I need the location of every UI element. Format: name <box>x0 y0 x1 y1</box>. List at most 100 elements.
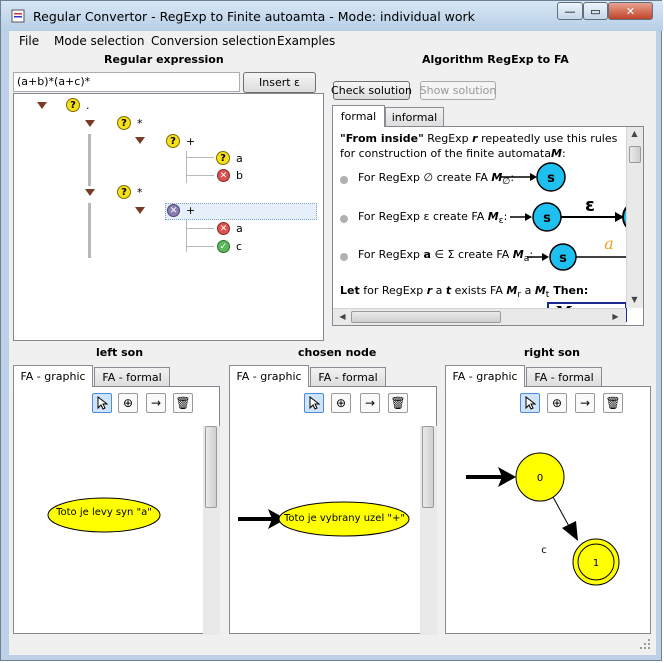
expand-toggle[interactable] <box>85 120 95 127</box>
tab-fa-formal[interactable]: FA - formal <box>526 367 602 387</box>
add-transition-tool-icon[interactable]: → <box>575 393 595 413</box>
menu-examples[interactable]: Examples <box>277 34 336 48</box>
left-son-canvas[interactable]: ⊕ → 🗑 Toto je levy syn "a" <box>13 386 220 635</box>
tab-fa-graphic[interactable]: FA - graphic <box>229 365 309 387</box>
menu-bar: File Mode selection Conversion selection… <box>9 31 656 51</box>
tree-node-label: a <box>236 222 243 235</box>
tree-node-star-1[interactable]: ? * <box>117 116 143 130</box>
scroll-thumb[interactable] <box>351 311 501 323</box>
expand-toggle[interactable] <box>135 207 145 214</box>
add-state-tool-icon[interactable]: ⊕ <box>118 393 138 413</box>
scroll-down-arrow[interactable]: ▼ <box>631 295 638 304</box>
add-transition-tool-icon[interactable]: → <box>146 393 166 413</box>
expand-toggle[interactable] <box>37 102 47 109</box>
rule-1: For RegExp ∅ create FA M∅: <box>358 171 514 187</box>
tree-connector <box>88 203 91 258</box>
intro-line-2: for construction of the finite automataM… <box>340 147 566 160</box>
scroll-left-arrow[interactable]: ◀ <box>339 312 346 321</box>
show-solution-button[interactable]: Show solution <box>420 81 496 100</box>
maximize-button[interactable]: ▭ <box>583 2 608 20</box>
expand-toggle[interactable] <box>85 189 95 196</box>
pointer-tool-icon[interactable] <box>92 393 112 413</box>
tree-node-a-1[interactable]: ? a <box>216 151 243 165</box>
rule2-diagram: s ε <box>510 195 638 233</box>
question-icon: ? <box>117 116 131 130</box>
close-button[interactable]: ✕ <box>608 2 653 20</box>
rule3-sub: a <box>523 253 530 265</box>
rule1-diagram: s <box>501 162 566 192</box>
tab-fa-graphic[interactable]: FA - graphic <box>445 365 525 387</box>
chosen-node-canvas[interactable]: ⊕ → 🗑 Toto je vybrany uzel "+" <box>229 386 437 635</box>
let-r: r <box>426 284 433 297</box>
scroll-right-arrow[interactable]: ▶ <box>612 312 619 321</box>
intro-line-1: "From inside" RegExp r repeatedly use th… <box>340 132 617 145</box>
insert-epsilon-button[interactable]: Insert ε <box>243 72 316 93</box>
let-end: Then: <box>549 284 589 297</box>
add-state-tool-icon[interactable]: ⊕ <box>331 393 351 413</box>
title-bar: Regular Convertor - RegExp to Finite aut… <box>1 1 663 31</box>
tab-fa-graphic[interactable]: FA - graphic <box>13 365 93 387</box>
window-title: Regular Convertor - RegExp to Finite aut… <box>33 9 475 24</box>
algorithm-vscroll[interactable]: ▲ ▼ <box>626 127 643 308</box>
add-transition-tool-icon[interactable]: → <box>360 393 380 413</box>
tree-node-label: c <box>236 240 243 253</box>
algorithm-hscroll[interactable]: ◀ ▶ <box>333 308 626 325</box>
tree-node-label: + <box>186 204 196 217</box>
tree-node-plus-2[interactable]: ✕ + <box>167 204 195 217</box>
let-prefix: Let <box>340 284 360 297</box>
rule-2: For RegExp ε create FA Mε: <box>358 210 507 226</box>
rule3-colon: : <box>529 248 534 261</box>
menu-mode-selection[interactable]: Mode selection <box>54 34 145 48</box>
tree-connector <box>88 134 91 186</box>
rule2-M: M <box>487 210 499 223</box>
delete-tool-icon[interactable]: 🗑 <box>388 393 408 413</box>
let-a: a <box>432 284 446 297</box>
tab-fa-formal[interactable]: FA - formal <box>94 367 170 387</box>
intro-line2-end: : <box>561 147 566 160</box>
let-line: Let for RegExp r a t exists FA Mr a Mt T… <box>340 284 588 300</box>
scroll-thumb[interactable] <box>629 146 641 163</box>
intro-bold: "From inside" <box>340 132 424 145</box>
tree-node-plus-1[interactable]: ? + <box>166 134 195 148</box>
bullet-icon <box>340 176 348 184</box>
delete-tool-icon[interactable]: 🗑 <box>173 393 193 413</box>
regex-input[interactable]: (a+b)*(a+c)* <box>13 72 240 92</box>
pointer-tool-icon[interactable] <box>304 393 324 413</box>
menu-file[interactable]: File <box>19 34 40 48</box>
tab-fa-formal[interactable]: FA - formal <box>310 367 386 387</box>
minimize-button[interactable]: — <box>557 2 583 20</box>
scroll-thumb[interactable] <box>205 426 217 508</box>
check-solution-button[interactable]: Check solution <box>331 81 412 100</box>
rule1-M: M <box>491 171 503 184</box>
menu-conversion-selection[interactable]: Conversion selection <box>151 34 277 48</box>
scroll-up-arrow[interactable]: ▲ <box>631 129 638 138</box>
chosen-node-text: Toto je vybrany uzel "+" <box>284 513 405 524</box>
rule-3: For RegExp a ∈ Σ create FA Ma: <box>358 248 533 264</box>
left-son-vscroll[interactable] <box>203 426 220 635</box>
tree-node-c[interactable]: ✓ c <box>217 240 242 253</box>
chosen-node-diagram[interactable] <box>236 500 416 540</box>
tree-node-star-2[interactable]: ? * <box>117 185 143 199</box>
chosen-node-vscroll[interactable] <box>420 426 437 635</box>
right-son-canvas[interactable]: ⊕ → 🗑 0 c 1 <box>445 386 651 634</box>
tree-node-concat[interactable]: ? . <box>66 98 90 112</box>
left-son-node[interactable] <box>44 495 164 535</box>
app-icon <box>11 9 25 23</box>
add-state-tool-icon[interactable]: ⊕ <box>547 393 567 413</box>
tree-connector <box>186 157 214 158</box>
tree-node-a-2[interactable]: ✕ a <box>217 222 243 235</box>
regex-panel-title: Regular expression <box>104 53 224 66</box>
tree-node-b[interactable]: ✕ b <box>217 169 243 182</box>
let-r-sub: r <box>517 289 522 301</box>
expand-toggle[interactable] <box>135 137 145 144</box>
right-son-automaton[interactable]: 0 c 1 <box>464 445 634 605</box>
rule3-prefix: For RegExp <box>358 248 424 261</box>
pointer-tool-icon[interactable] <box>520 393 540 413</box>
scroll-thumb[interactable] <box>422 426 434 508</box>
rule1-suffix: create FA <box>433 171 492 184</box>
tab-formal[interactable]: formal <box>332 105 385 127</box>
tab-informal[interactable]: informal <box>385 107 444 127</box>
delete-tool-icon[interactable]: 🗑 <box>603 393 623 413</box>
state-0-label: 0 <box>537 473 543 484</box>
resize-grip-icon[interactable] <box>639 638 651 650</box>
